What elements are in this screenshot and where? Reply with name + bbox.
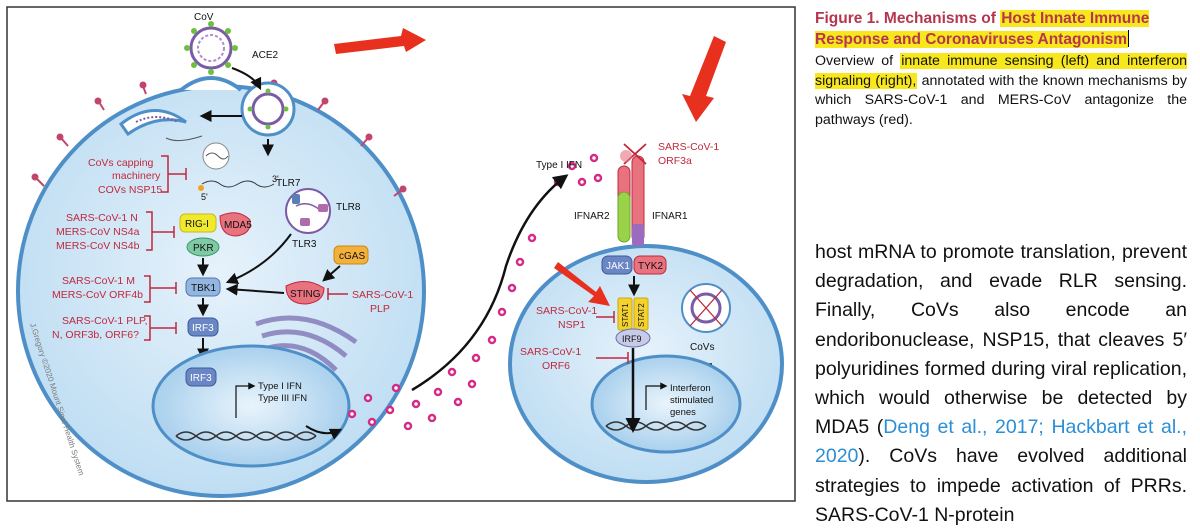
body-text-part1: host mRNA to promote translation, preven… xyxy=(815,241,1187,439)
rna-5-label: 5' xyxy=(201,192,208,202)
orf6-label-1: SARS-CoV-1 xyxy=(520,346,581,358)
rna-3-label: 3' xyxy=(272,174,279,184)
annotation-arrows xyxy=(334,28,726,306)
orf3a-label-2: ORF3a xyxy=(658,155,692,167)
virus-particle-internal xyxy=(240,81,296,137)
caption-title: Figure 1. Mechanisms of Host Innate Immu… xyxy=(815,8,1187,50)
sting-label: STING xyxy=(290,289,321,300)
annotation-arrow-stat xyxy=(554,262,610,306)
gene-out-1: Type I IFN xyxy=(258,381,302,392)
tyk2-label: TYK2 xyxy=(638,261,663,272)
left-cell: CoV ACE2 5' 3' CoVs capping xyxy=(16,12,426,498)
tbk1-label: TBK1 xyxy=(191,283,216,294)
stat2-label: STAT2 xyxy=(637,303,646,327)
ifn-secretion-arrow xyxy=(411,174,569,392)
irf9-label: IRF9 xyxy=(622,334,642,344)
pkr-node xyxy=(186,237,220,257)
ace2-label: ACE2 xyxy=(252,50,279,61)
antag-plp-2: N, ORF3b, ORF6? xyxy=(52,329,139,341)
tbk1-node xyxy=(185,277,221,297)
sting-antag-1: SARS-CoV-1 xyxy=(352,289,413,301)
ifnar1-label: IFNAR1 xyxy=(652,211,688,222)
tlr-endosome xyxy=(285,188,331,234)
caption-body: Overview of innate immune sensing (left)… xyxy=(815,52,1188,130)
secreted-ifn-dots xyxy=(347,153,603,431)
annotation-arrow-orf3a xyxy=(682,36,726,122)
gene-out-2: Type III IFN xyxy=(258,393,307,404)
virus-particle-top xyxy=(184,21,238,75)
caption-body-prefix: Overview of xyxy=(815,53,901,69)
mda5-label: MDA5 xyxy=(224,220,252,231)
body-text-part2: ). CoVs have evolved additional strategi… xyxy=(815,445,1187,526)
jak1-label: JAK1 xyxy=(606,261,630,272)
figure-panel: CoV ACE2 5' 3' CoVs capping xyxy=(6,6,796,502)
cgas-label: cGAS xyxy=(339,251,365,262)
tlr8-label: TLR8 xyxy=(336,202,361,213)
virus-particle-right xyxy=(681,283,731,333)
text-cursor xyxy=(1128,30,1130,47)
type1-ifn-label: Type I IFN xyxy=(536,160,582,171)
irf3-node xyxy=(187,317,219,337)
endosome xyxy=(118,109,187,137)
nsp1-label-1: SARS-CoV-1 xyxy=(536,305,597,317)
covs-label: CoVs xyxy=(690,342,714,353)
nsp1-label-2: NSP1 xyxy=(558,319,586,331)
antag-m-2: MERS-CoV ORF4b xyxy=(52,289,143,301)
antag-m-1: SARS-CoV-1 M xyxy=(62,275,135,287)
tlr3-label: TLR3 xyxy=(292,239,317,250)
antag-plp-1: SARS-CoV-1 PLP, xyxy=(62,315,148,327)
sting-antag-2: PLP xyxy=(370,303,390,315)
orf3a-label-1: SARS-CoV-1 xyxy=(658,141,719,153)
isg-label-2: stimulated xyxy=(670,395,713,406)
antag-n-2: MERS-CoV NS4a xyxy=(56,226,140,238)
capping-label-1: CoVs capping xyxy=(88,157,154,169)
stat1-label: STAT1 xyxy=(621,303,630,327)
right-cell xyxy=(508,143,784,484)
citation-link[interactable]: Deng et al., 2017; Hackbart et al., 2020 xyxy=(815,416,1187,468)
caption-title-prefix: Figure 1. Mechanisms of xyxy=(815,10,1001,27)
irf3-nuclear-label: IRF3 xyxy=(190,373,212,384)
viral-rna xyxy=(198,142,275,191)
left-nucleus xyxy=(151,344,351,468)
receptor-spikes xyxy=(31,79,407,197)
figure-caption: Figure 1. Mechanisms of Host Innate Immu… xyxy=(815,8,1188,130)
cgas-node xyxy=(333,245,369,265)
irf3-label: IRF3 xyxy=(192,323,214,334)
antag-n-1: SARS-CoV-1 N xyxy=(66,212,138,224)
isg-label-3: genes xyxy=(670,407,696,418)
nsp15-label: COVs NSP15 xyxy=(98,184,162,196)
ifnar2-label: IFNAR2 xyxy=(574,211,610,222)
antag-n-3: MERS-CoV NS4b xyxy=(56,240,140,252)
annotation-arrow-ace2 xyxy=(334,28,426,54)
virus-label: CoV xyxy=(194,12,214,23)
sting-node xyxy=(285,281,325,305)
pkr-label: PKR xyxy=(193,243,214,254)
rig-i-node xyxy=(179,213,217,233)
right-nucleus xyxy=(590,354,742,454)
body-paragraph: host mRNA to promote translation, preven… xyxy=(815,238,1187,530)
capping-label-2: machinery xyxy=(112,170,161,182)
tlr7-label: TLR7 xyxy=(276,178,301,189)
mda5-node xyxy=(219,212,251,237)
rig-i-label: RIG-I xyxy=(185,219,209,230)
caption-body-rest: annotated with the known mechanisms by w… xyxy=(815,72,1187,128)
isg-label-1: Interferon xyxy=(670,383,711,394)
orf6-label-2: ORF6 xyxy=(542,360,570,372)
